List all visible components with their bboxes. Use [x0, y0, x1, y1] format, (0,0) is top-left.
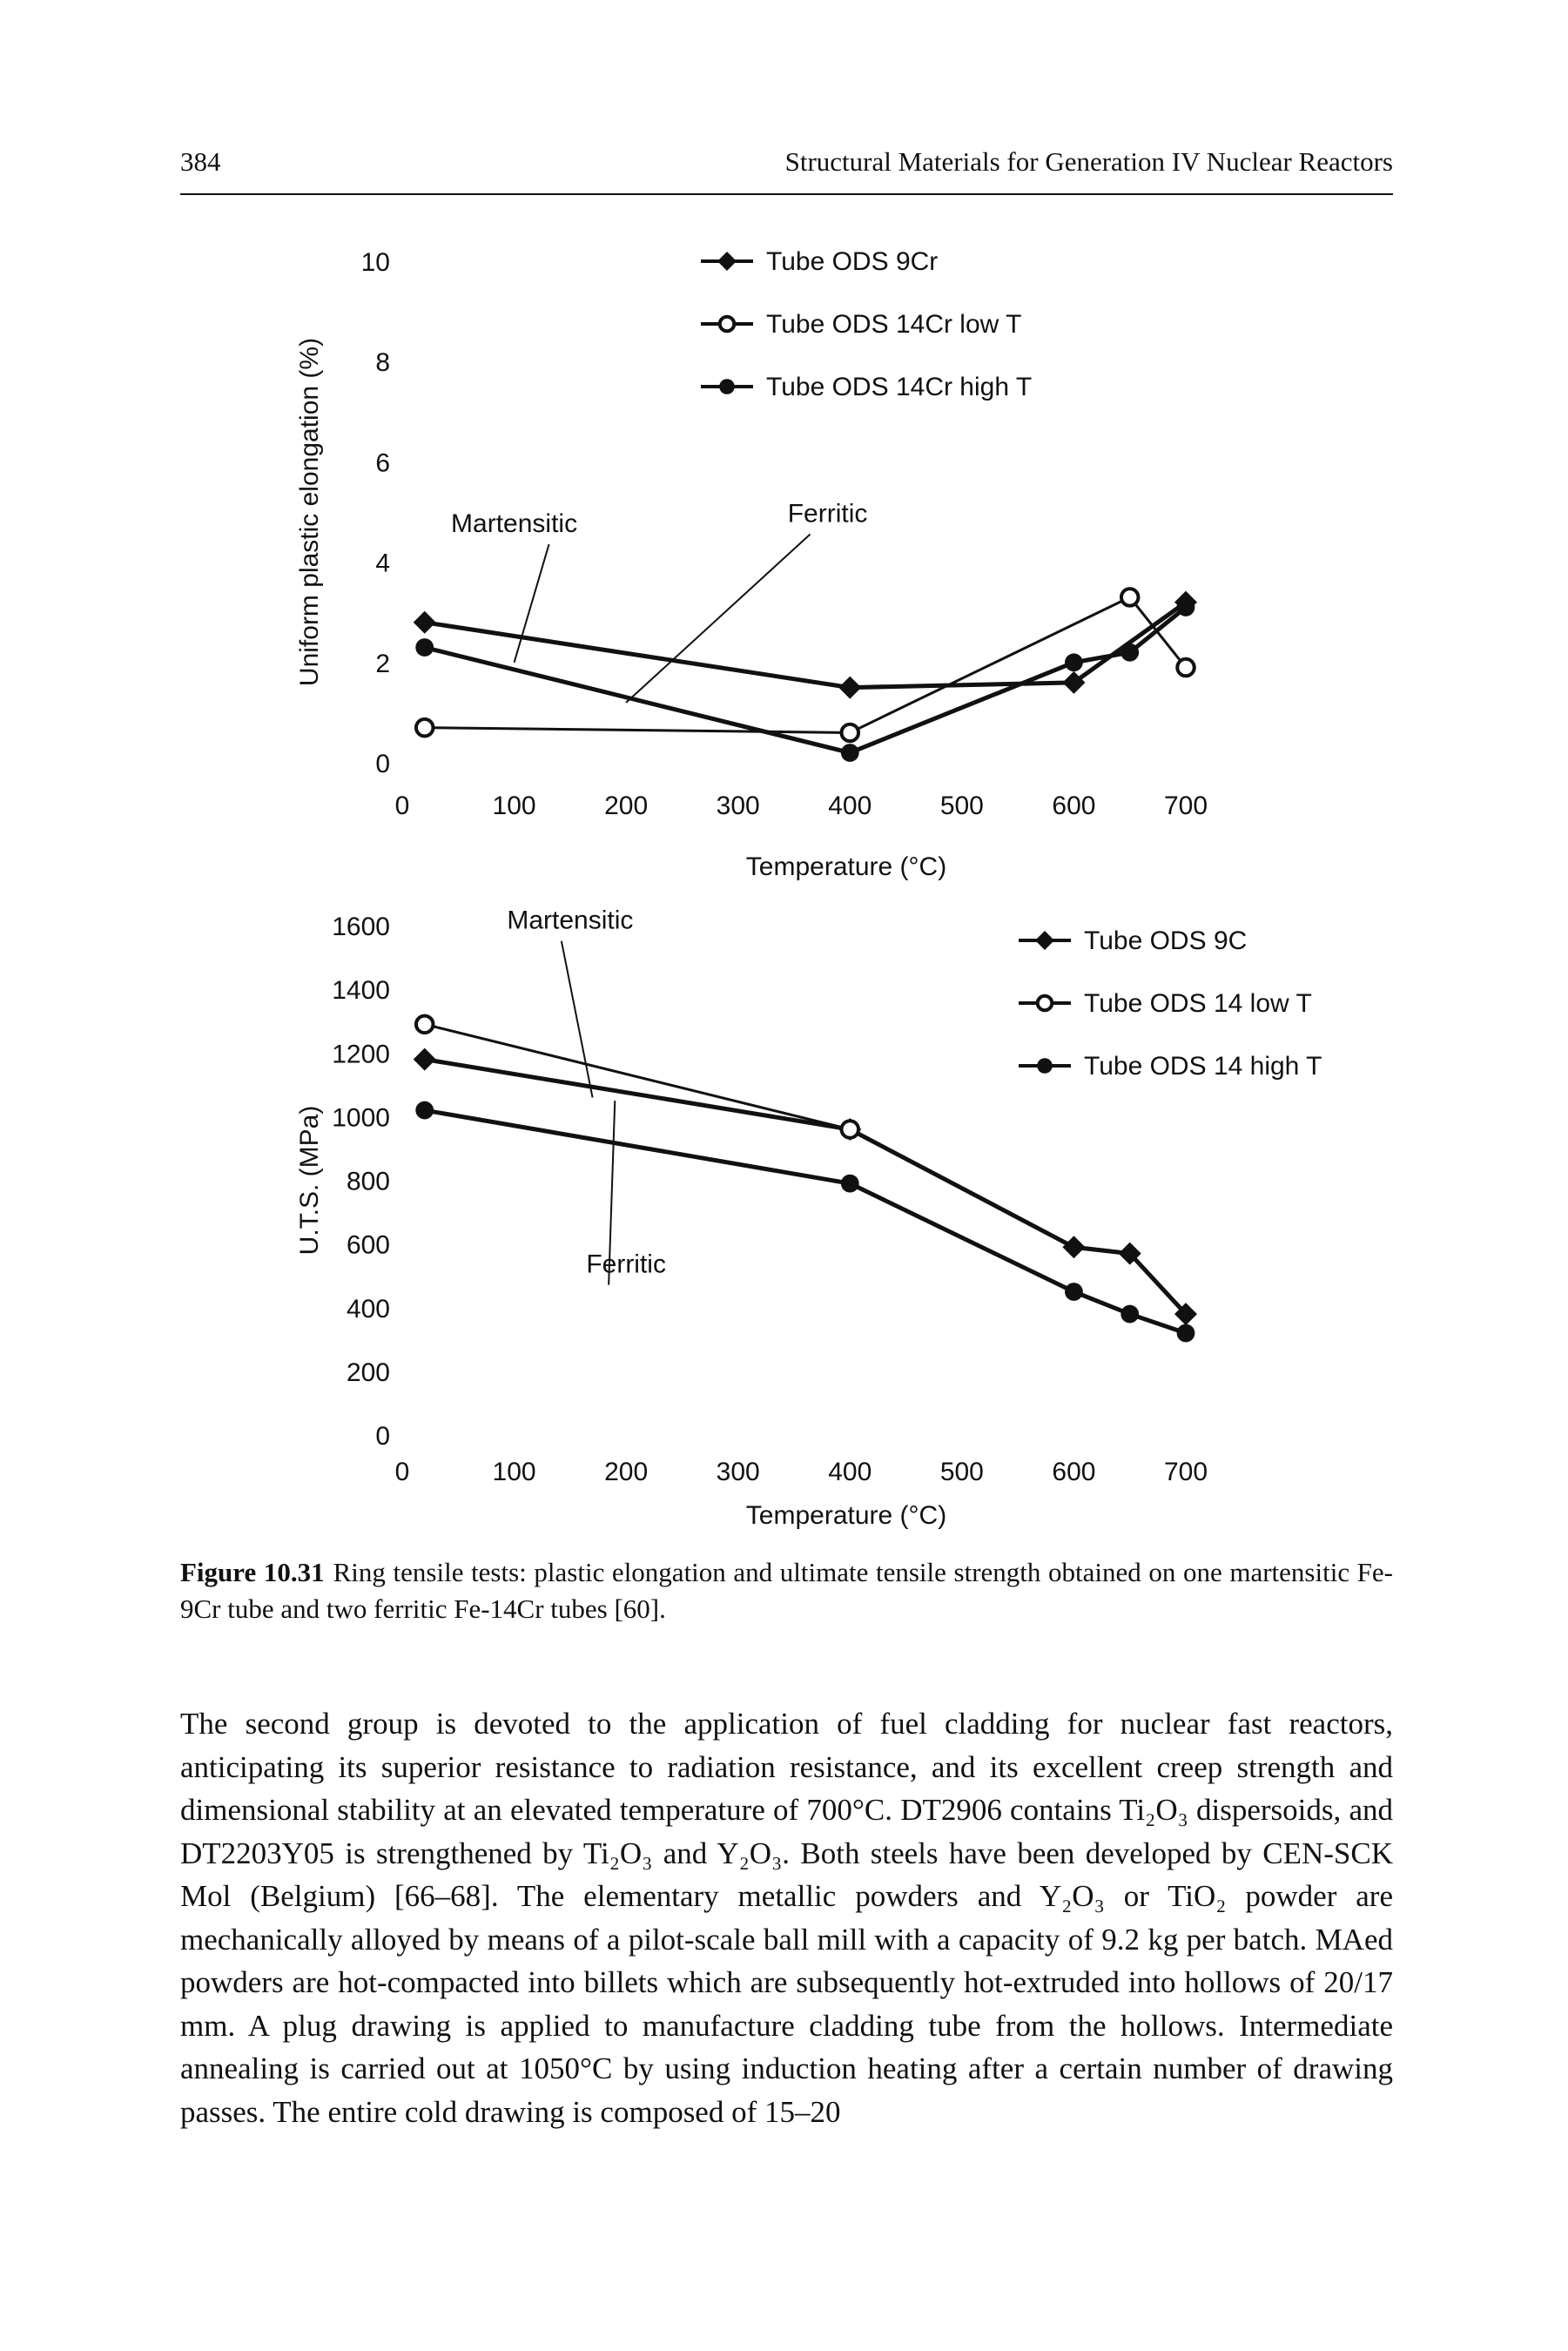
annotation-leader	[625, 533, 811, 704]
data-point	[1065, 1283, 1083, 1301]
y-tick-label: 0	[375, 750, 390, 778]
legend-label: Tube ODS 14Cr low T	[766, 310, 1021, 339]
data-point	[413, 610, 436, 634]
y-tick-label: 1600	[332, 913, 390, 941]
data-point	[840, 744, 859, 762]
data-point	[1120, 643, 1140, 662]
data-point	[1120, 1304, 1140, 1324]
x-tick-label: 100	[493, 1458, 536, 1486]
data-point	[415, 638, 434, 657]
x-tick-label: 300	[717, 1458, 760, 1486]
x-tick-label: 700	[1164, 792, 1208, 820]
data-point	[839, 1119, 861, 1140]
data-point	[1062, 670, 1086, 694]
legend-marker	[717, 252, 737, 271]
body-paragraph: The second group is devoted to the appli…	[180, 1707, 1393, 2129]
data-point	[415, 1101, 434, 1120]
data-point	[414, 717, 435, 738]
annotation-label: Ferritic	[788, 500, 868, 529]
x-tick-label: 200	[604, 792, 648, 820]
uts-chart: 0 200 400 600 800 1000 1200 1400 1600 0 100 200 300 4…	[295, 906, 1322, 1530]
series-line	[424, 1022, 851, 1131]
annotation-leader	[608, 1101, 616, 1285]
data-point	[1176, 598, 1195, 616]
x-tick-label: 0	[395, 1458, 410, 1486]
page-header: 384 Structural Materials for Generation …	[180, 146, 1393, 188]
y-tick-label: 1000	[332, 1103, 390, 1132]
header-rule	[180, 193, 1393, 195]
x-axis-title: Temperature (°C)	[746, 1501, 946, 1530]
data-point	[1118, 1242, 1141, 1265]
legend-marker	[1037, 1058, 1053, 1074]
legend-marker	[1035, 931, 1054, 950]
page-number: 384	[180, 146, 221, 177]
data-point	[839, 722, 861, 744]
x-tick-label: 300	[717, 792, 760, 820]
figure-caption-text: Ring tensile tests: plastic elongation a…	[180, 1557, 1394, 1624]
x-tick-label: 600	[1052, 1458, 1095, 1486]
x-tick-label: 100	[493, 792, 536, 820]
legend-marker	[717, 314, 737, 333]
legend-label: Tube ODS 9Cr	[766, 247, 938, 276]
data-point	[1176, 1324, 1195, 1343]
y-tick-label: 1400	[332, 976, 390, 1005]
data-point	[840, 1174, 859, 1193]
body-text: The second group is devoted to the appli…	[180, 1702, 1393, 2133]
series-line	[424, 1057, 1188, 1316]
y-tick-label: 800	[347, 1168, 390, 1196]
x-tick-label: 0	[395, 792, 410, 820]
y-tick-label: 0	[375, 1422, 390, 1451]
y-tick-label: 400	[347, 1295, 390, 1324]
x-tick-label: 700	[1164, 1458, 1208, 1486]
y-axis-title: U.T.S. (MPa)	[295, 1106, 324, 1256]
data-point	[1062, 1236, 1086, 1259]
x-tick-label: 600	[1052, 792, 1095, 820]
legend-label: Tube ODS 9C	[1084, 926, 1247, 955]
data-point	[414, 1014, 435, 1035]
x-tick-label: 200	[604, 1458, 648, 1486]
x-tick-label: 400	[828, 792, 871, 820]
y-tick-label: 4	[375, 549, 390, 578]
x-axis-title: Temperature (°C)	[746, 852, 946, 881]
y-tick-label: 200	[347, 1358, 390, 1387]
x-tick-label: 400	[828, 1458, 871, 1486]
legend-label: Tube ODS 14 low T	[1084, 989, 1312, 1018]
legend-marker	[1035, 994, 1054, 1013]
annotation-leader	[560, 940, 594, 1098]
y-tick-label: 8	[375, 348, 390, 377]
data-point	[1119, 587, 1141, 608]
annotation-label: Ferritic	[586, 1250, 666, 1279]
legend-marker	[719, 379, 735, 394]
annotation-leader	[513, 543, 550, 664]
y-tick-label: 6	[375, 448, 390, 477]
annotation-label: Martensitic	[507, 906, 633, 935]
y-axis-title: Uniform plastic elongation (%)	[295, 338, 324, 686]
y-tick-label: 600	[347, 1231, 390, 1260]
y-tick-label: 10	[361, 248, 390, 277]
legend-label: Tube ODS 14Cr high T	[766, 373, 1032, 401]
data-point	[1174, 1303, 1197, 1326]
x-tick-label: 500	[940, 1458, 984, 1486]
y-tick-label: 2	[375, 650, 390, 678]
series-line	[424, 600, 1188, 690]
data-point	[1175, 657, 1196, 678]
data-point	[413, 1048, 436, 1071]
legend-label: Tube ODS 14 high T	[1084, 1052, 1322, 1081]
annotation-label: Martensitic	[451, 509, 577, 538]
x-tick-label: 500	[940, 792, 984, 820]
data-point	[1065, 653, 1083, 672]
y-tick-label: 1200	[332, 1040, 390, 1068]
figure-label: Figure 10.31	[180, 1557, 325, 1587]
running-title: Structural Materials for Generation IV N…	[784, 146, 1393, 177]
data-point	[838, 676, 862, 699]
